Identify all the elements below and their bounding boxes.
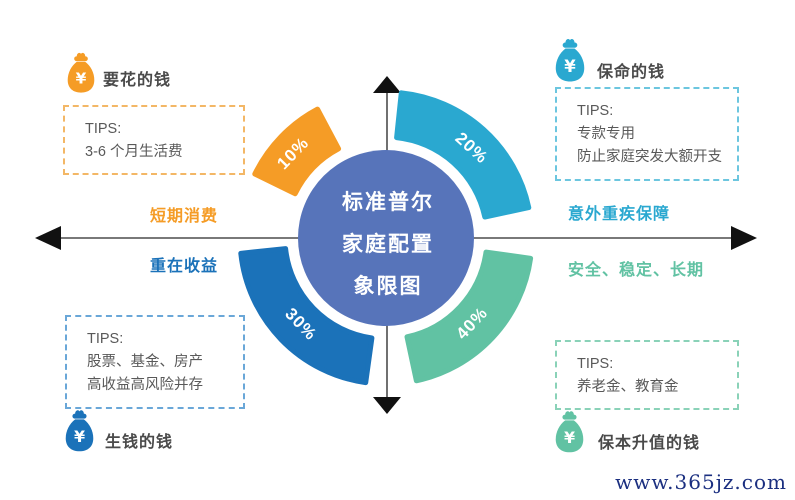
tips-line: 高收益高风险并存 (87, 377, 203, 394)
money-bag-icon-growth (65, 410, 94, 452)
money-bag-icon-preservation (555, 411, 584, 453)
tips-box-preservation: TIPS: 养老金、教育金 (555, 340, 739, 411)
tips-line: 养老金、教育金 (577, 379, 679, 396)
bag-label-spending: 要花的钱 (103, 72, 172, 89)
tips-box-growth: TIPS: 股票、基金、房产 高收益高风险并存 (65, 315, 245, 409)
center-title-line2: 家庭配置 (342, 233, 434, 256)
arc-segment-spending (252, 106, 342, 197)
up-arrowhead-icon (373, 76, 401, 93)
down-arrowhead-icon (373, 397, 401, 414)
tips-box-protection: TIPS: 专款专用 防止家庭突发大额开支 (555, 87, 739, 181)
arc-segment-protection (394, 90, 532, 220)
axis-label-safe-stable-longterm: 安全、稳定、长期 (568, 262, 705, 279)
tips-box-spending: TIPS: 3-6 个月生活费 (63, 105, 245, 176)
tips-line: 防止家庭突发大额开支 (577, 149, 722, 166)
tips-title: TIPS: (87, 331, 124, 347)
money-bag-icon-spending (67, 52, 95, 93)
watermark: www.365jz.com (615, 470, 787, 494)
axis-label-accident-protection: 意外重疾保障 (568, 206, 671, 223)
bag-label-growth: 生钱的钱 (105, 434, 174, 451)
tips-line: 3-6 个月生活费 (85, 144, 183, 161)
money-bag-icon-protection (555, 38, 585, 82)
right-arrowhead-icon (731, 226, 757, 250)
tips-line: 股票、基金、房产 (87, 354, 203, 371)
left-arrowhead-icon (35, 226, 61, 250)
center-title-line3: 象限图 (353, 275, 423, 298)
tips-title: TIPS: (85, 121, 122, 137)
tips-line: 专款专用 (577, 126, 635, 143)
bag-label-preservation: 保本升值的钱 (598, 435, 701, 452)
center-title: 标准普尔 家庭配置 象限图 (306, 182, 470, 308)
arc-segment-growth (238, 246, 375, 386)
center-title-line1: 标准普尔 (342, 191, 434, 214)
arc-segment-preservation (404, 249, 534, 384)
center-circle (298, 150, 474, 326)
tips-title: TIPS: (577, 103, 614, 119)
axis-label-short-term: 短期消费 (150, 208, 219, 225)
tips-title: TIPS: (577, 356, 614, 372)
bag-label-protection: 保命的钱 (597, 64, 666, 81)
axis-label-focus-on-returns: 重在收益 (150, 258, 219, 275)
